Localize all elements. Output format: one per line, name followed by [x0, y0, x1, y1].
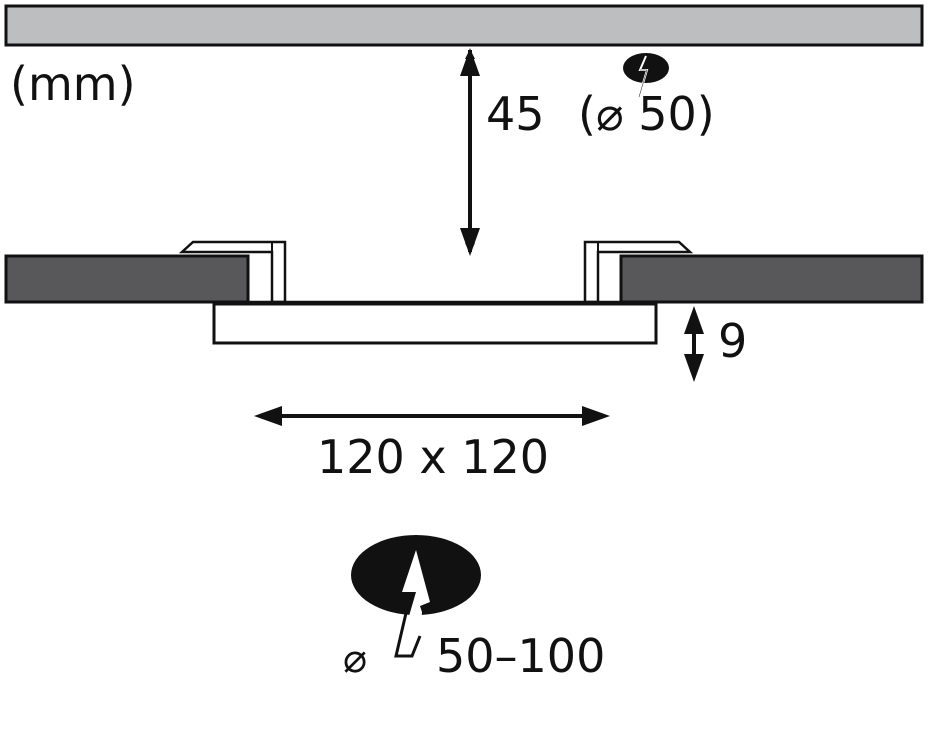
- cutout-drill-icon: [351, 535, 481, 658]
- drill-hole-small-icon: [623, 53, 669, 98]
- ceiling-cutout-hint: (⌀ 50): [578, 87, 715, 141]
- cutout-diameter-range: 50–100: [436, 629, 605, 683]
- ceiling-gap-value: 45: [486, 87, 545, 141]
- panel-frame: [212, 302, 658, 345]
- left-ceiling-board: [4, 254, 250, 304]
- right-ceiling-board: [619, 254, 924, 304]
- unit-label: (mm): [10, 57, 136, 111]
- panel-size-value: 120 x 120: [317, 430, 549, 484]
- cutout-diameter-symbol: ⌀: [343, 636, 367, 682]
- panel-height-value: 9: [718, 314, 747, 368]
- ceiling-slab: [4, 4, 924, 47]
